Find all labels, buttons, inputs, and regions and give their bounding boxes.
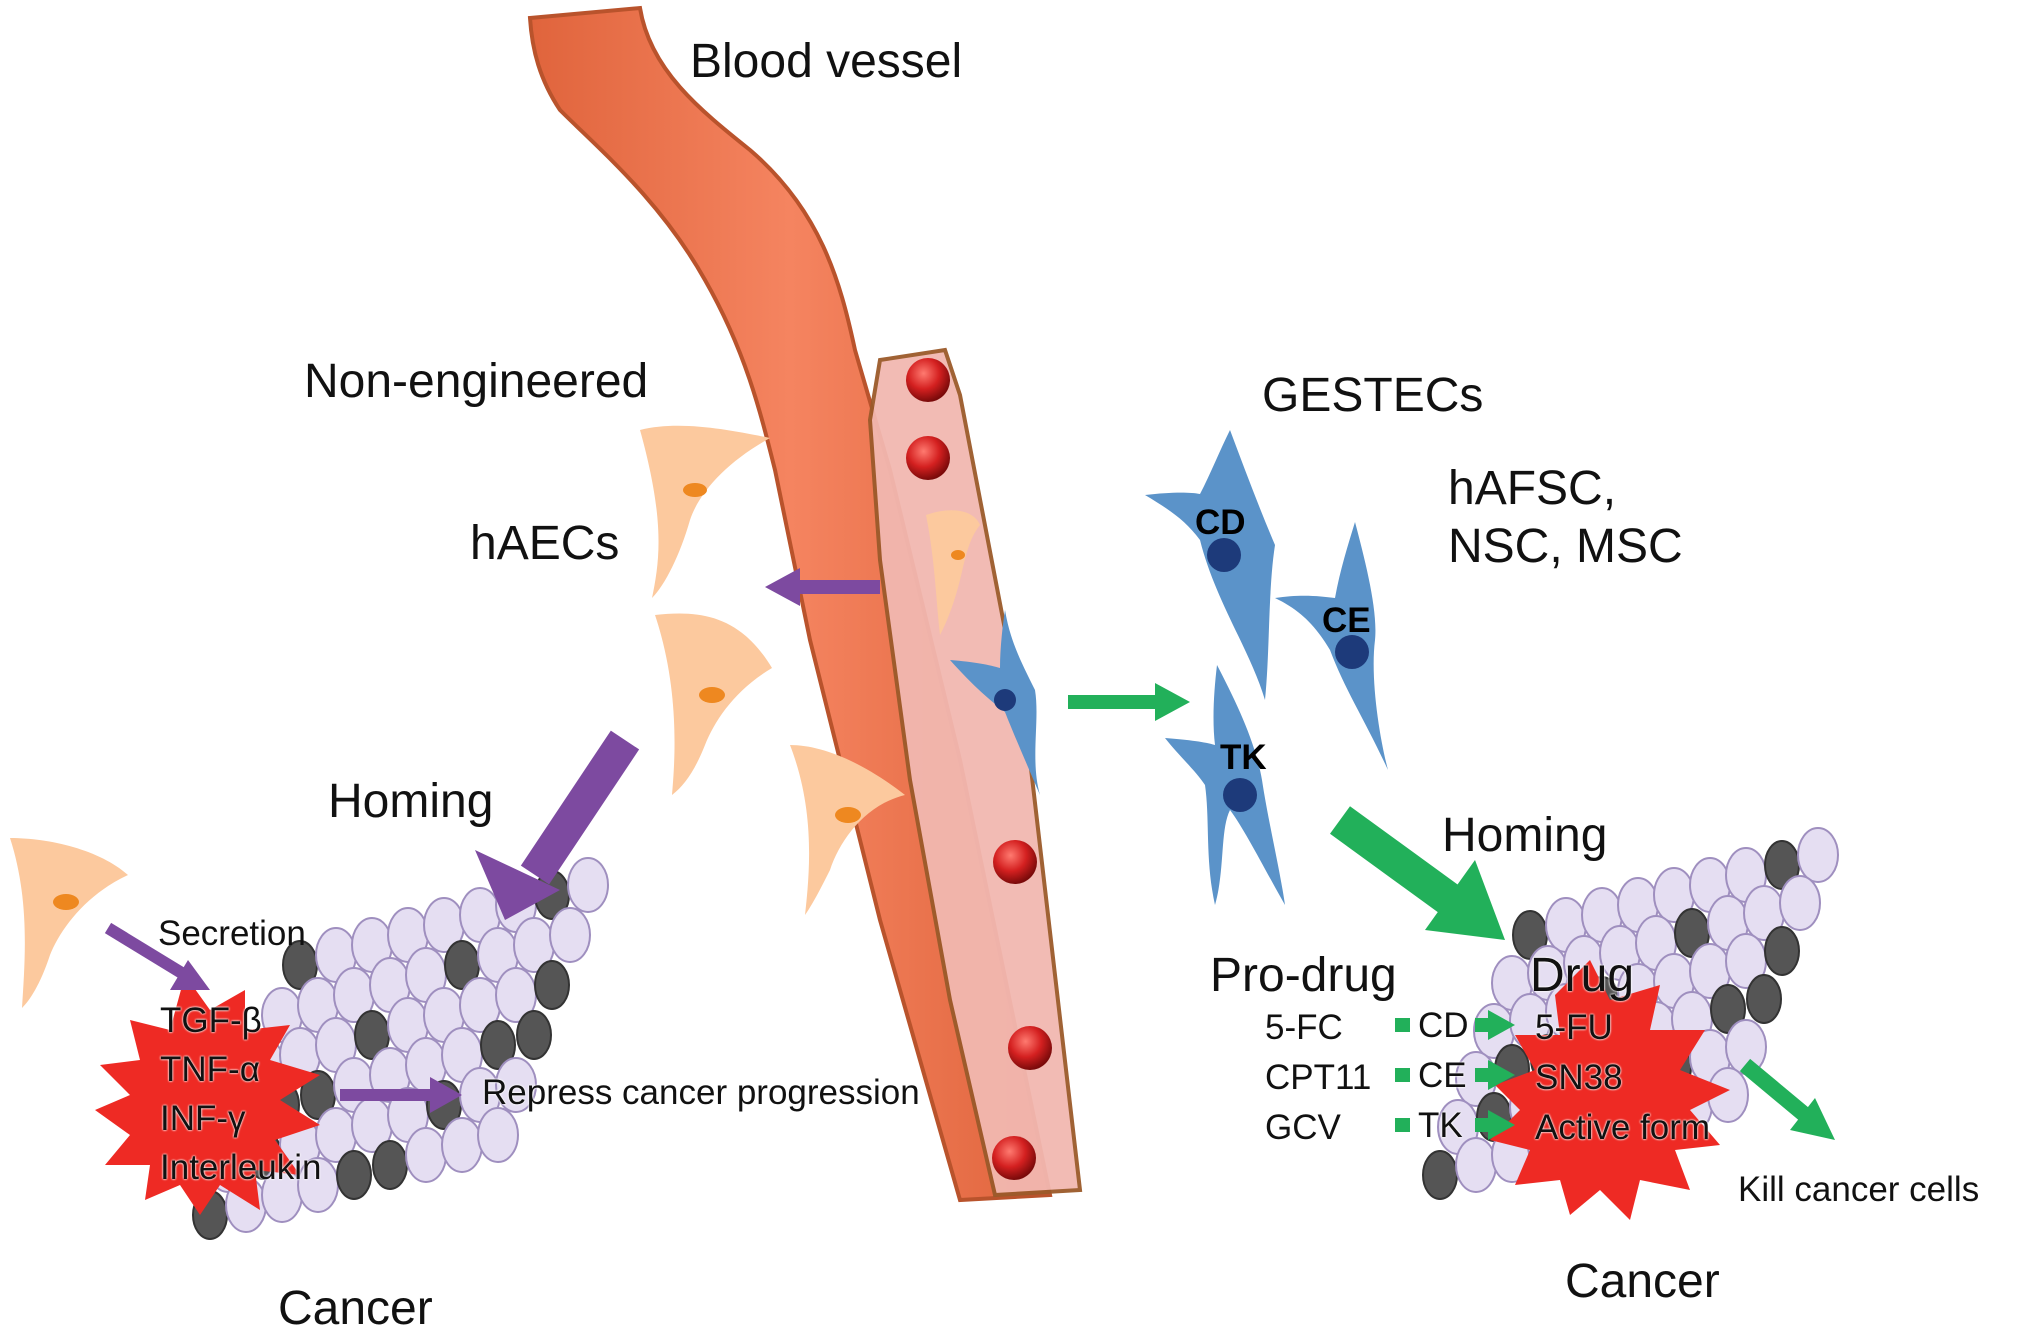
cancer-cell: [495, 1057, 537, 1113]
red-blood-cells: [906, 358, 1052, 1180]
cell-nucleus: [994, 689, 1016, 711]
non-engineered-label: Non-engineered: [304, 355, 649, 408]
red-blood-cell: [906, 436, 950, 480]
haec-in-vessel: [926, 510, 980, 635]
kill-cancer-cells-label: Kill cancer cells: [1738, 1170, 1980, 1209]
enzyme-cd-row: CD: [1418, 1006, 1469, 1045]
enzyme-tk-row: TK: [1418, 1106, 1463, 1145]
gestecs-label: GESTECs: [1262, 369, 1484, 422]
red-blood-cell: [906, 358, 950, 402]
haecs-label: hAECs: [470, 517, 620, 570]
gestec-cell-ce: [1275, 522, 1388, 770]
blood-vessel-label: Blood vessel: [690, 35, 963, 88]
cell-nucleus: [699, 687, 725, 703]
drug-label: Drug: [1530, 949, 1635, 1002]
red-blood-cell: [993, 840, 1037, 884]
arrow-row-ce-out: [1475, 1060, 1515, 1090]
gestec-cell-cd: [1145, 430, 1275, 700]
product-5fu: 5-FU: [1535, 1008, 1613, 1047]
homing-left-label: Homing: [328, 775, 494, 828]
blood-vessel: [527, 5, 1083, 1203]
cell-nucleus: [683, 483, 707, 497]
red-blood-cell: [1008, 1026, 1052, 1070]
pro-drug-label: Pro-drug: [1210, 949, 1397, 1002]
arrow-homing-right: [1330, 806, 1505, 940]
arrow-vessel-to-gestecs: [1068, 683, 1190, 721]
cancer-cell: [1422, 1150, 1458, 1200]
cancer-cell: [1797, 827, 1839, 883]
cancer-cell: [336, 1150, 372, 1200]
cancer-cell: [1455, 1137, 1497, 1193]
product-sn38: SN38: [1535, 1058, 1623, 1097]
prodrug-gcv: GCV: [1265, 1108, 1341, 1147]
cell-nucleus: [1335, 635, 1369, 669]
cell-nucleus: [951, 550, 965, 560]
repress-label: Repress cancer progression: [482, 1073, 920, 1112]
cancer-cell: [441, 1117, 483, 1173]
product-active-form: Active form: [1535, 1108, 1711, 1147]
arrow-row-tk-out: [1475, 1110, 1515, 1140]
cytokine-interleukin: Interleukin: [160, 1148, 322, 1187]
cell-nucleus: [1223, 778, 1257, 812]
enzyme-ce-label: CE: [1322, 601, 1371, 640]
cell-nucleus: [835, 807, 861, 823]
cancer-cell: [534, 960, 570, 1010]
cancer-cell: [477, 1107, 519, 1163]
cancer-cell: [405, 1127, 447, 1183]
cytokine-inf-gamma: INF-γ: [160, 1099, 246, 1138]
gestec-cell-tk: [1165, 665, 1285, 905]
cancer-cell: [567, 857, 609, 913]
cancer-cell: [372, 1140, 408, 1190]
cytokine-tgf-beta: TGF-β: [160, 1001, 262, 1040]
arrow-repress: [340, 1077, 462, 1113]
cell-nucleus: [53, 894, 79, 910]
arrow-kill: [1739, 1058, 1835, 1140]
red-blood-cell: [992, 1136, 1036, 1180]
hafsc-label-line1: hAFSC,: [1448, 462, 1617, 515]
gestec-in-vessel: [950, 610, 1040, 795]
cancer-cell: [1779, 875, 1821, 931]
cancer-left-label: Cancer: [278, 1282, 433, 1335]
secretion-label: Secretion: [158, 914, 306, 953]
haec-cell-1: [640, 425, 770, 598]
enzyme-cd-label: CD: [1195, 503, 1246, 542]
prodrug-5fc: 5-FC: [1265, 1008, 1343, 1047]
prodrug-cpt11: CPT11: [1265, 1058, 1372, 1097]
starburst-left: [95, 975, 320, 1215]
cell-nucleus: [1207, 538, 1241, 572]
cancer-right-label: Cancer: [1565, 1255, 1720, 1308]
cancer-cell: [516, 1010, 552, 1060]
haec-cell-4: [10, 838, 128, 1008]
hafsc-label-line2: NSC, MSC: [1448, 520, 1683, 573]
homing-right-label: Homing: [1442, 809, 1608, 862]
starburst-right: [1490, 960, 1730, 1220]
enzyme-tk-label: TK: [1220, 738, 1267, 777]
cancer-cell: [480, 1020, 516, 1070]
arrow-homing-left: [475, 730, 640, 920]
arrow-row-cd-out: [1475, 1010, 1515, 1040]
cancer-cell: [1746, 974, 1782, 1024]
cancer-cell: [1764, 926, 1800, 976]
cancer-cell: [549, 907, 591, 963]
arrow-secretion: [104, 922, 210, 990]
haec-cell-3: [790, 745, 905, 915]
haec-cell-2: [655, 613, 772, 795]
arrow-vessel-to-haecs: [765, 568, 880, 606]
cytokine-tnf-alpha: TNF-α: [160, 1050, 260, 1089]
enzyme-ce-row: CE: [1418, 1056, 1467, 1095]
